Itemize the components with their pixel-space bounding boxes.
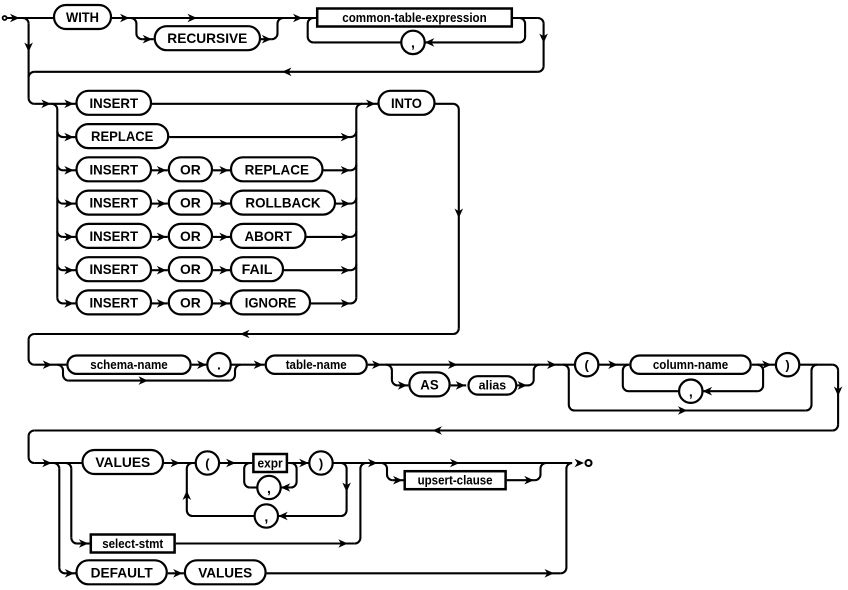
svg-text:REPLACE: REPLACE — [91, 128, 153, 144]
svg-text:RECURSIVE: RECURSIVE — [167, 30, 247, 46]
svg-text:column-name: column-name — [653, 357, 728, 372]
svg-text:INSERT: INSERT — [90, 294, 139, 310]
svg-text:,: , — [411, 35, 415, 51]
svg-text:INSERT: INSERT — [90, 195, 139, 211]
svg-text:,: , — [267, 480, 271, 496]
svg-text:AS: AS — [420, 376, 438, 392]
svg-text:ABORT: ABORT — [245, 228, 293, 244]
svg-text:OR: OR — [180, 195, 201, 211]
svg-text:WITH: WITH — [66, 9, 99, 25]
svg-text:): ) — [319, 456, 323, 471]
svg-text:alias: alias — [479, 378, 507, 393]
svg-text:(: ( — [585, 358, 590, 373]
svg-text:OR: OR — [180, 228, 201, 244]
svg-text:common-table-expression: common-table-expression — [342, 10, 487, 25]
svg-text:upsert-clause: upsert-clause — [418, 473, 493, 488]
svg-text:IGNORE: IGNORE — [245, 294, 297, 310]
svg-text:INSERT: INSERT — [90, 261, 139, 277]
svg-text:,: , — [264, 508, 268, 524]
svg-text:VALUES: VALUES — [95, 454, 150, 470]
svg-text:FAIL: FAIL — [242, 261, 273, 277]
svg-text:ROLLBACK: ROLLBACK — [245, 195, 320, 211]
svg-text:INSERT: INSERT — [90, 228, 139, 244]
svg-text:): ) — [785, 358, 789, 373]
svg-text:select-stmt: select-stmt — [102, 536, 164, 551]
svg-text:expr: expr — [258, 455, 283, 470]
svg-text:REPLACE: REPLACE — [245, 161, 309, 177]
svg-text:VALUES: VALUES — [198, 564, 252, 580]
svg-text:(: ( — [205, 456, 210, 471]
svg-text:OR: OR — [180, 294, 201, 310]
svg-text:INSERT: INSERT — [90, 95, 139, 111]
svg-text:OR: OR — [180, 261, 201, 277]
svg-text:schema-name: schema-name — [90, 357, 168, 372]
svg-text:OR: OR — [180, 161, 201, 177]
svg-text:.: . — [217, 357, 221, 373]
svg-text:DEFAULT: DEFAULT — [91, 564, 154, 580]
svg-text:INTO: INTO — [391, 95, 422, 111]
svg-text:table-name: table-name — [286, 357, 347, 372]
svg-text:INSERT: INSERT — [90, 161, 139, 177]
svg-text:,: , — [689, 384, 693, 400]
